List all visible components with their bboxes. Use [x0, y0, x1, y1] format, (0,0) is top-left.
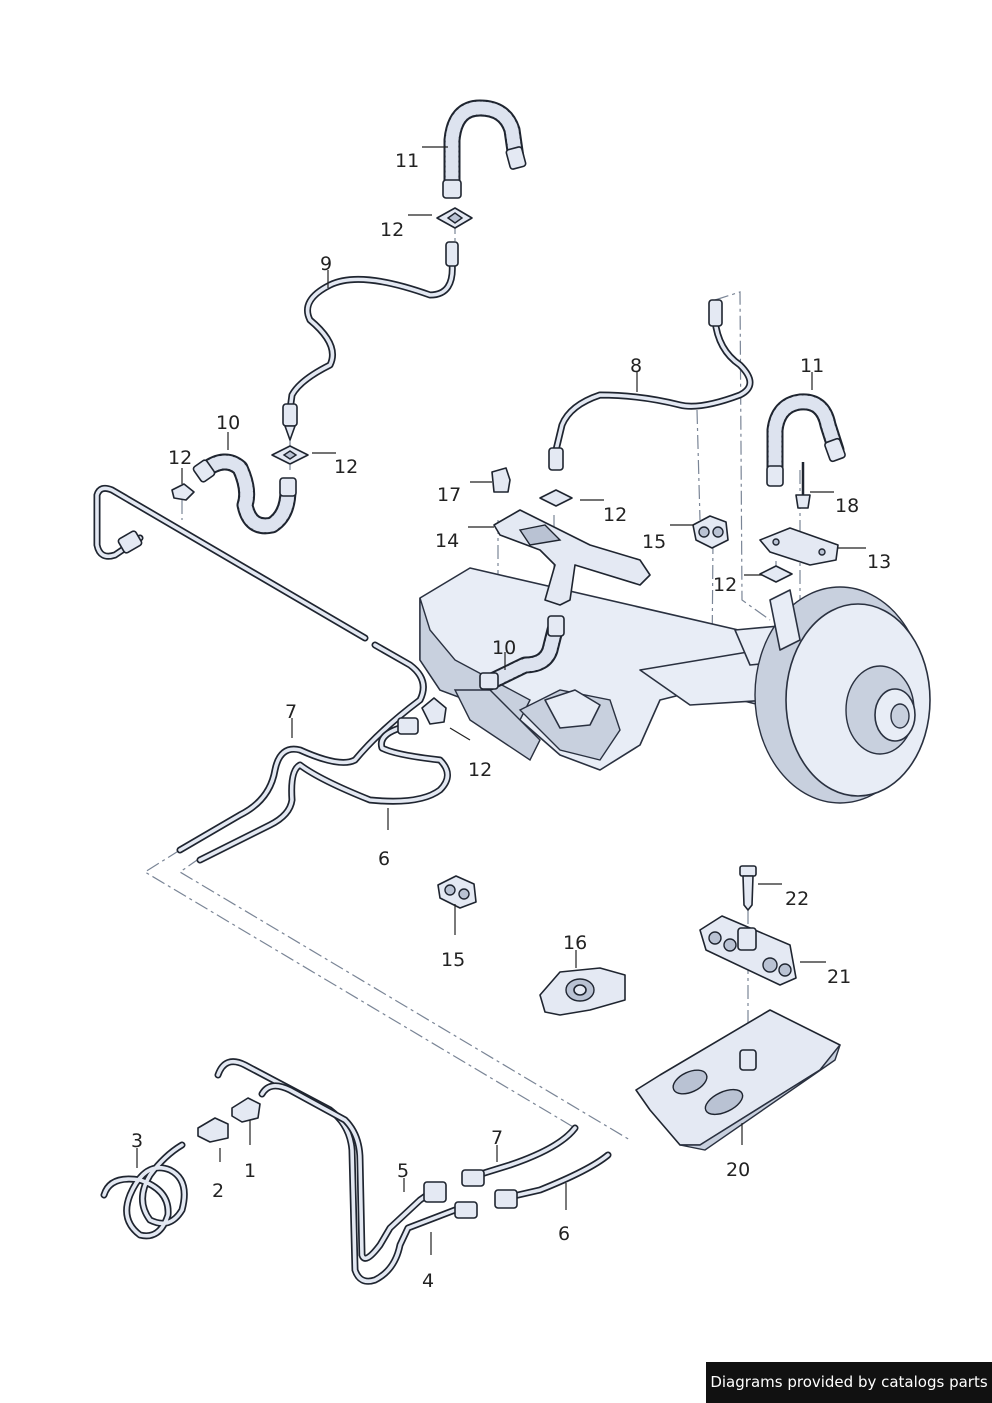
callout-9: 9 [320, 253, 332, 275]
callout-leaders [136, 146, 866, 1255]
callout-labels: 11 12 9 10 12 12 8 11 17 12 18 14 15 13 … [131, 150, 891, 1292]
source-credit-label: Diagrams provided by catalogs parts [706, 1362, 992, 1403]
multi-line-clip-21 [699, 915, 797, 986]
line-clip-15-lower [437, 875, 477, 909]
callout-3: 3 [131, 1130, 143, 1152]
callout-22: 22 [785, 888, 809, 910]
callout-17: 17 [437, 484, 461, 506]
callout-1: 1 [244, 1160, 256, 1182]
brake-line-6-lower [494, 1151, 612, 1209]
callout-13: 13 [867, 551, 891, 573]
retaining-clip-12-right [759, 565, 793, 583]
bracket-14 [493, 509, 651, 606]
callout-18: 18 [835, 495, 859, 517]
callout-4: 4 [422, 1270, 434, 1292]
callout-14: 14 [435, 530, 459, 552]
grommet-holder-16 [539, 967, 626, 1016]
callout-10-axle: 10 [492, 637, 516, 659]
callout-12-right: 12 [713, 574, 737, 596]
callout-7-lower: 7 [491, 1127, 503, 1149]
callout-8: 8 [630, 355, 642, 377]
brake-drum [754, 586, 931, 804]
callout-6-lower: 6 [558, 1223, 570, 1245]
retaining-clip-12-mid [271, 445, 309, 465]
callout-12-axle: 12 [468, 759, 492, 781]
rear-axle-beam [419, 567, 801, 771]
callout-21: 21 [827, 966, 851, 988]
callout-7-upper: 7 [285, 701, 297, 723]
callout-12-top: 12 [380, 219, 404, 241]
callout-6-upper: 6 [378, 848, 390, 870]
callout-16: 16 [563, 932, 587, 954]
brake-lines-4-5 [214, 1058, 478, 1285]
brake-hose-11-top [442, 99, 527, 199]
brake-line-long-left [93, 484, 427, 854]
retaining-clip-12-bracket [539, 489, 573, 507]
retaining-clip-12-axle [421, 697, 447, 725]
line-clip-15-upper [692, 515, 729, 549]
callout-12-mid: 12 [334, 456, 358, 478]
callout-11-right: 11 [800, 355, 824, 377]
union-1 [231, 1097, 261, 1123]
brake-hose-11-right [766, 393, 846, 487]
retaining-clip-12-left [171, 483, 195, 501]
nut-17 [491, 467, 511, 493]
union-2 [197, 1117, 229, 1143]
brake-line-8 [548, 299, 754, 471]
callout-15-lower: 15 [441, 949, 465, 971]
screw-22 [739, 865, 757, 911]
callout-5: 5 [397, 1160, 409, 1182]
brake-line-9 [282, 241, 459, 441]
callout-10-left: 10 [216, 412, 240, 434]
callout-11-top: 11 [395, 150, 419, 172]
brake-hose-10-axle [479, 615, 565, 691]
callout-20: 20 [726, 1159, 750, 1181]
rivet-18 [795, 462, 811, 509]
callout-2: 2 [212, 1180, 224, 1202]
callout-15-upper: 15 [642, 531, 666, 553]
bracket-13 [759, 527, 839, 566]
callout-12-bracket: 12 [603, 504, 627, 526]
brake-hose-10-left [192, 453, 297, 535]
heat-shield-20 [635, 1009, 841, 1151]
brake-line-6 [196, 717, 451, 864]
brake-line-7-lower [461, 1124, 579, 1187]
coil-line-3 [100, 1141, 188, 1240]
callout-12-left: 12 [168, 447, 192, 469]
retaining-clip-12-top [436, 207, 473, 229]
